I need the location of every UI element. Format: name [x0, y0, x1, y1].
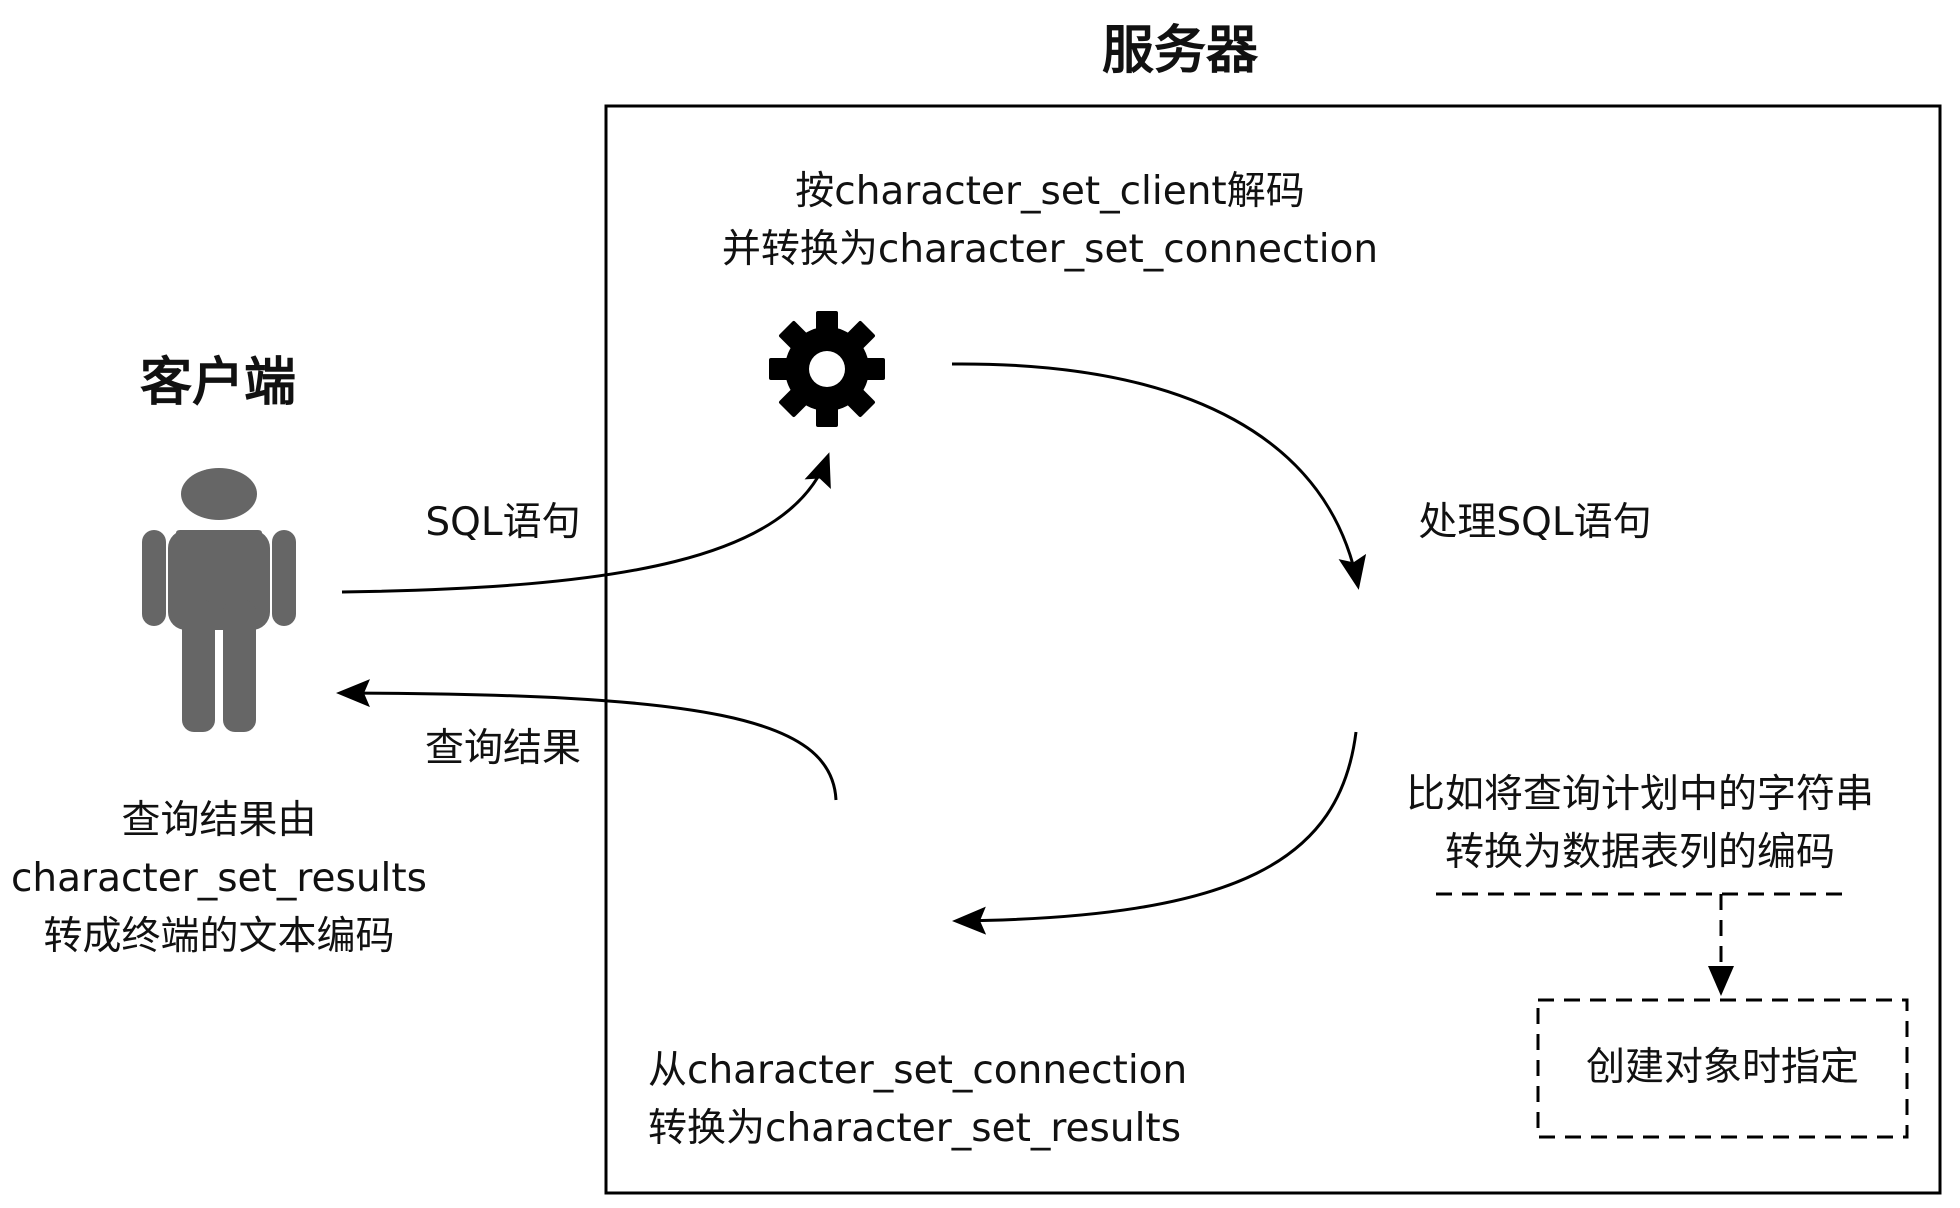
- decode-line-1: 按character_set_client解码: [795, 169, 1305, 214]
- dashed-box: [1536, 998, 1909, 1139]
- client-note: 查询结果由 character_set_results 转成终端的文本编码: [0, 792, 438, 966]
- server-title: 服务器: [1101, 21, 1258, 81]
- specified-label: 创建对象时指定: [1585, 1045, 1859, 1090]
- convert-out-line-2: 转换为character_set_results: [648, 1106, 1182, 1151]
- client-title: 客户端: [139, 353, 296, 413]
- example-line-2: 转换为数据表列的编码: [1444, 830, 1835, 875]
- example-line-1: 比如将查询计划中的字符串: [1405, 772, 1874, 817]
- arrow-result-to-client: [336, 679, 838, 801]
- client-note-line-3: 转成终端的文本编码: [43, 914, 395, 959]
- process-sql-label: 处理SQL语句: [1418, 500, 1652, 545]
- arrow-process-to-convert: [952, 731, 1358, 935]
- decode-line-2: 并转换为character_set_connection: [721, 227, 1379, 272]
- person-icon: [142, 468, 296, 732]
- example-note: 比如将查询计划中的字符串 转换为数据表列的编码: [1390, 766, 1890, 882]
- gear-icon: [769, 311, 885, 427]
- dashed-arrowhead: [1708, 966, 1734, 996]
- arrow-gear-to-process: [951, 362, 1367, 590]
- sql-statement-label: SQL语句: [425, 500, 581, 545]
- query-result-label: 查询结果: [424, 726, 581, 771]
- client-note-line-2: character_set_results: [10, 856, 427, 901]
- decode-label: 按character_set_client解码 并转换为character_se…: [650, 163, 1450, 279]
- convert-out-label: 从character_set_connection 转换为character_s…: [648, 1042, 1208, 1158]
- server-box: [604, 104, 1942, 1195]
- arrow-sql-to-gear: [341, 452, 831, 594]
- client-note-line-1: 查询结果由: [121, 798, 317, 843]
- convert-out-line-1: 从character_set_connection: [648, 1048, 1188, 1093]
